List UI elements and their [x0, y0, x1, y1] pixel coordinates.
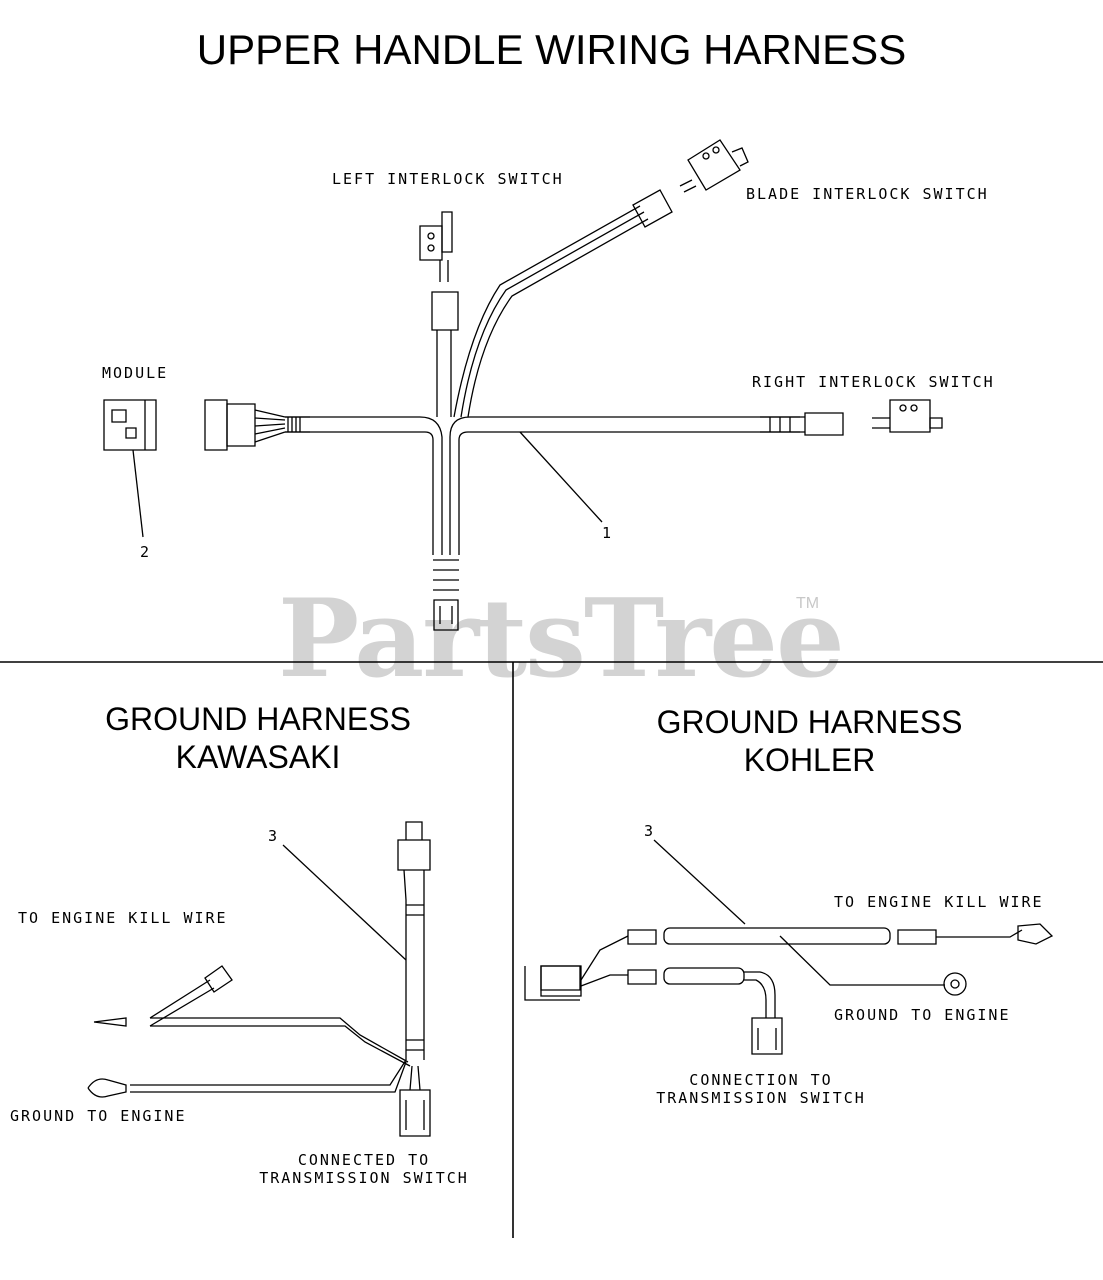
right-interlock-terminals — [872, 418, 890, 428]
kawasaki-wrap — [406, 905, 424, 1050]
right-interlock-switch-body — [890, 400, 930, 432]
kohler-harness — [525, 840, 1052, 1054]
kawasaki-engine-kill-label: TO ENGINE KILL WIRE — [18, 909, 228, 927]
kohler-leader-line-3 — [654, 840, 745, 924]
kawasaki-transmission-wires — [410, 1066, 420, 1090]
kawasaki-ground-wire — [130, 1060, 406, 1092]
left-interlock-screw-b — [428, 245, 434, 251]
kawasaki-plug-detail — [406, 1100, 424, 1130]
harness-bottom-plug — [434, 600, 458, 630]
blade-interlock-terminals — [680, 180, 696, 192]
callout-number-3-kawasaki: 3 — [268, 827, 278, 845]
trademark-mark: TM — [796, 595, 820, 612]
left-interlock-terminals — [440, 260, 448, 282]
blade-interlock-switch-body — [688, 140, 740, 190]
kawasaki-main-trunk — [404, 870, 424, 1060]
kohler-bracket — [525, 966, 580, 1000]
left-interlock-label: LEFT INTERLOCK SWITCH — [332, 170, 564, 188]
kohler-ground-wire — [780, 936, 945, 985]
harness-wrap-left — [285, 417, 310, 432]
harness-branch-left-interlock — [437, 330, 451, 417]
right-interlock-screw-b — [911, 405, 917, 411]
kohler-kill-terminal — [1018, 924, 1052, 944]
module-label: MODULE — [102, 364, 169, 382]
kawasaki-transmission-plug — [400, 1090, 430, 1136]
kawasaki-kill-terminal — [205, 966, 232, 992]
kawasaki-title-line1: GROUND HARNESS — [105, 701, 411, 737]
kawasaki-bullet-terminal — [94, 1018, 126, 1026]
harness-trunk-right — [450, 417, 800, 555]
blade-interlock-screw-a — [703, 153, 709, 159]
right-interlock-plunger — [930, 418, 942, 428]
kohler-ring-terminal-hole — [951, 980, 959, 988]
kawasaki-leader-line-3 — [283, 845, 406, 960]
callout-number-2: 2 — [140, 543, 150, 561]
harness-fanout-wires — [255, 410, 285, 442]
leader-line-2 — [133, 450, 143, 537]
kawasaki-ring-terminal — [88, 1079, 126, 1097]
kohler-connector-b — [628, 970, 656, 984]
right-interlock-screw-a — [900, 405, 906, 411]
kawasaki-ground-label: GROUND TO ENGINE — [10, 1107, 187, 1125]
kohler-title-line2: KOHLER — [743, 742, 876, 778]
kohler-left-wires — [581, 936, 628, 986]
module-terminal-b — [126, 428, 136, 438]
blade-interlock-plug — [633, 190, 672, 227]
kohler-transmission-line2: TRANSMISSION SWITCH — [656, 1089, 866, 1107]
kohler-title: GROUND HARNESS KOHLER — [516, 703, 1103, 779]
blade-interlock-plunger — [732, 148, 748, 166]
kawasaki-title-line2: KAWASAKI — [175, 739, 341, 775]
kohler-transmission-wires — [744, 972, 775, 1018]
callout-number-3-kohler: 3 — [644, 822, 654, 840]
partstree-watermark: PartsTree — [278, 576, 845, 702]
kawasaki-top-connector — [398, 840, 430, 870]
upper-harness-title: UPPER HANDLE WIRING HARNESS — [196, 26, 907, 73]
kohler-ground-label: GROUND TO ENGINE — [834, 1006, 1011, 1024]
kohler-connector-a — [628, 930, 656, 944]
leader-line-1 — [520, 432, 602, 522]
left-interlock-switch-body — [420, 226, 442, 260]
callout-number-1: 1 — [602, 524, 612, 542]
kawasaki-harness — [88, 822, 430, 1136]
kawasaki-title: GROUND HARNESS KAWASAKI — [0, 700, 516, 776]
harness-wrap-right — [760, 417, 805, 432]
kohler-ring-terminal — [944, 973, 966, 995]
kohler-title-line1: GROUND HARNESS — [656, 704, 963, 740]
kawasaki-kill-wire — [150, 1018, 410, 1066]
kawasaki-top-tab — [406, 822, 422, 840]
harness-trunk-left — [285, 417, 442, 555]
kohler-lower-sleeve — [664, 968, 744, 984]
kohler-transmission-label: CONNECTION TO TRANSMISSION SWITCH — [646, 1071, 876, 1107]
harness-bottom-plug-detail — [440, 606, 452, 624]
kohler-transmission-line1: CONNECTION TO — [689, 1071, 833, 1089]
kohler-kill-wire — [936, 930, 1022, 937]
kohler-plug-detail — [758, 1028, 776, 1050]
kawasaki-kill-branch — [150, 980, 214, 1026]
left-interlock-plug — [432, 292, 458, 330]
right-interlock-plug — [805, 413, 843, 435]
kohler-transmission-plug — [752, 1018, 782, 1054]
left-interlock-screw-a — [428, 233, 434, 239]
kohler-engine-kill-label: TO ENGINE KILL WIRE — [834, 893, 1044, 911]
kawasaki-transmission-line1: CONNECTED TO — [297, 1151, 431, 1169]
kohler-connector-c — [898, 930, 936, 944]
module-terminal-a — [112, 410, 126, 422]
blade-interlock-screw-b — [713, 147, 719, 153]
kohler-upper-sleeve — [664, 928, 890, 944]
upper-harness — [104, 140, 942, 630]
blade-interlock-label: BLADE INTERLOCK SWITCH — [746, 185, 989, 203]
right-interlock-label: RIGHT INTERLOCK SWITCH — [752, 373, 995, 391]
left-interlock-plunger — [442, 212, 452, 252]
harness-module-plug — [205, 400, 227, 450]
kohler-bracket-body — [541, 966, 581, 996]
kawasaki-transmission-label: CONNECTED TO TRANSMISSION SWITCH — [244, 1151, 484, 1187]
module-housing — [104, 400, 156, 450]
harness-wrap-bottom — [433, 560, 459, 590]
harness-module-plug-body — [227, 404, 255, 446]
kawasaki-transmission-line2: TRANSMISSION SWITCH — [259, 1169, 469, 1187]
harness-branch-blade — [454, 206, 648, 417]
